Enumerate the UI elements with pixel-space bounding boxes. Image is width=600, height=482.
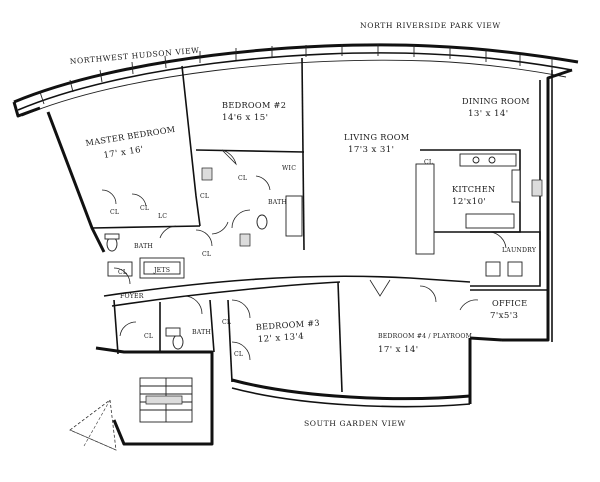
north-view-label: NORTH RIVERSIDE PARK VIEW <box>360 21 501 30</box>
cl-label: CL <box>234 351 243 358</box>
bedroom3-size: 12' x 13'4 <box>258 332 305 345</box>
interior-walls <box>91 57 548 393</box>
fixtures <box>104 153 543 350</box>
bath-label: BATH <box>134 243 153 250</box>
master-bedroom-size: 17' x 16' <box>103 145 145 161</box>
office-name: OFFICE <box>492 298 527 308</box>
cl-label: CL <box>144 333 153 340</box>
bedroom3-name: BEDROOM #3 <box>255 318 320 332</box>
cl-label: CL <box>118 269 127 276</box>
cl-label: CL <box>110 209 119 216</box>
cl-label: CL <box>200 193 209 200</box>
bedroom2-size: 14'6 x 15' <box>222 113 268 123</box>
wic-label: WIC <box>282 165 296 172</box>
cl-label: CL <box>238 175 247 182</box>
living-room-size: 17'3 x 31' <box>348 145 394 155</box>
jets-label: JETS <box>153 267 170 274</box>
northwest-view-label: NORTHWEST HUDSON VIEW <box>69 46 199 66</box>
cl-label: CL <box>140 205 149 212</box>
bedroom4-name: BEDROOM #4 / PLAYROOM <box>378 333 473 340</box>
cl-label: CL <box>202 251 211 258</box>
master-bedroom-name: MASTER BEDROOM <box>85 124 176 148</box>
cl-label: CL <box>222 319 231 326</box>
south-view-label: SOUTH GARDEN VIEW <box>304 419 406 428</box>
kitchen-name: KITCHEN <box>452 184 495 194</box>
bath-label: BATH <box>268 199 287 206</box>
living-room-name: LIVING ROOM <box>344 132 409 142</box>
exterior-walls <box>46 68 573 446</box>
doors <box>101 149 507 361</box>
bedroom2-name: BEDROOM #2 <box>222 100 286 110</box>
laundry-name: LAUNDRY <box>502 247 537 254</box>
north-facade <box>12 43 579 118</box>
office-size: 7'x5'3 <box>490 311 518 321</box>
bath-label: BATH <box>192 329 211 336</box>
dining-room-size: 13' x 14' <box>468 109 509 119</box>
bedroom4-size: 17' x 14' <box>378 345 419 355</box>
stair <box>69 377 193 451</box>
kitchen-size: 12'x10' <box>452 197 486 207</box>
dining-room-name: DINING ROOM <box>462 96 530 106</box>
lc-label: LC <box>158 213 167 220</box>
cl-label: CL <box>424 159 433 166</box>
foyer-name: FOYER <box>120 293 144 300</box>
